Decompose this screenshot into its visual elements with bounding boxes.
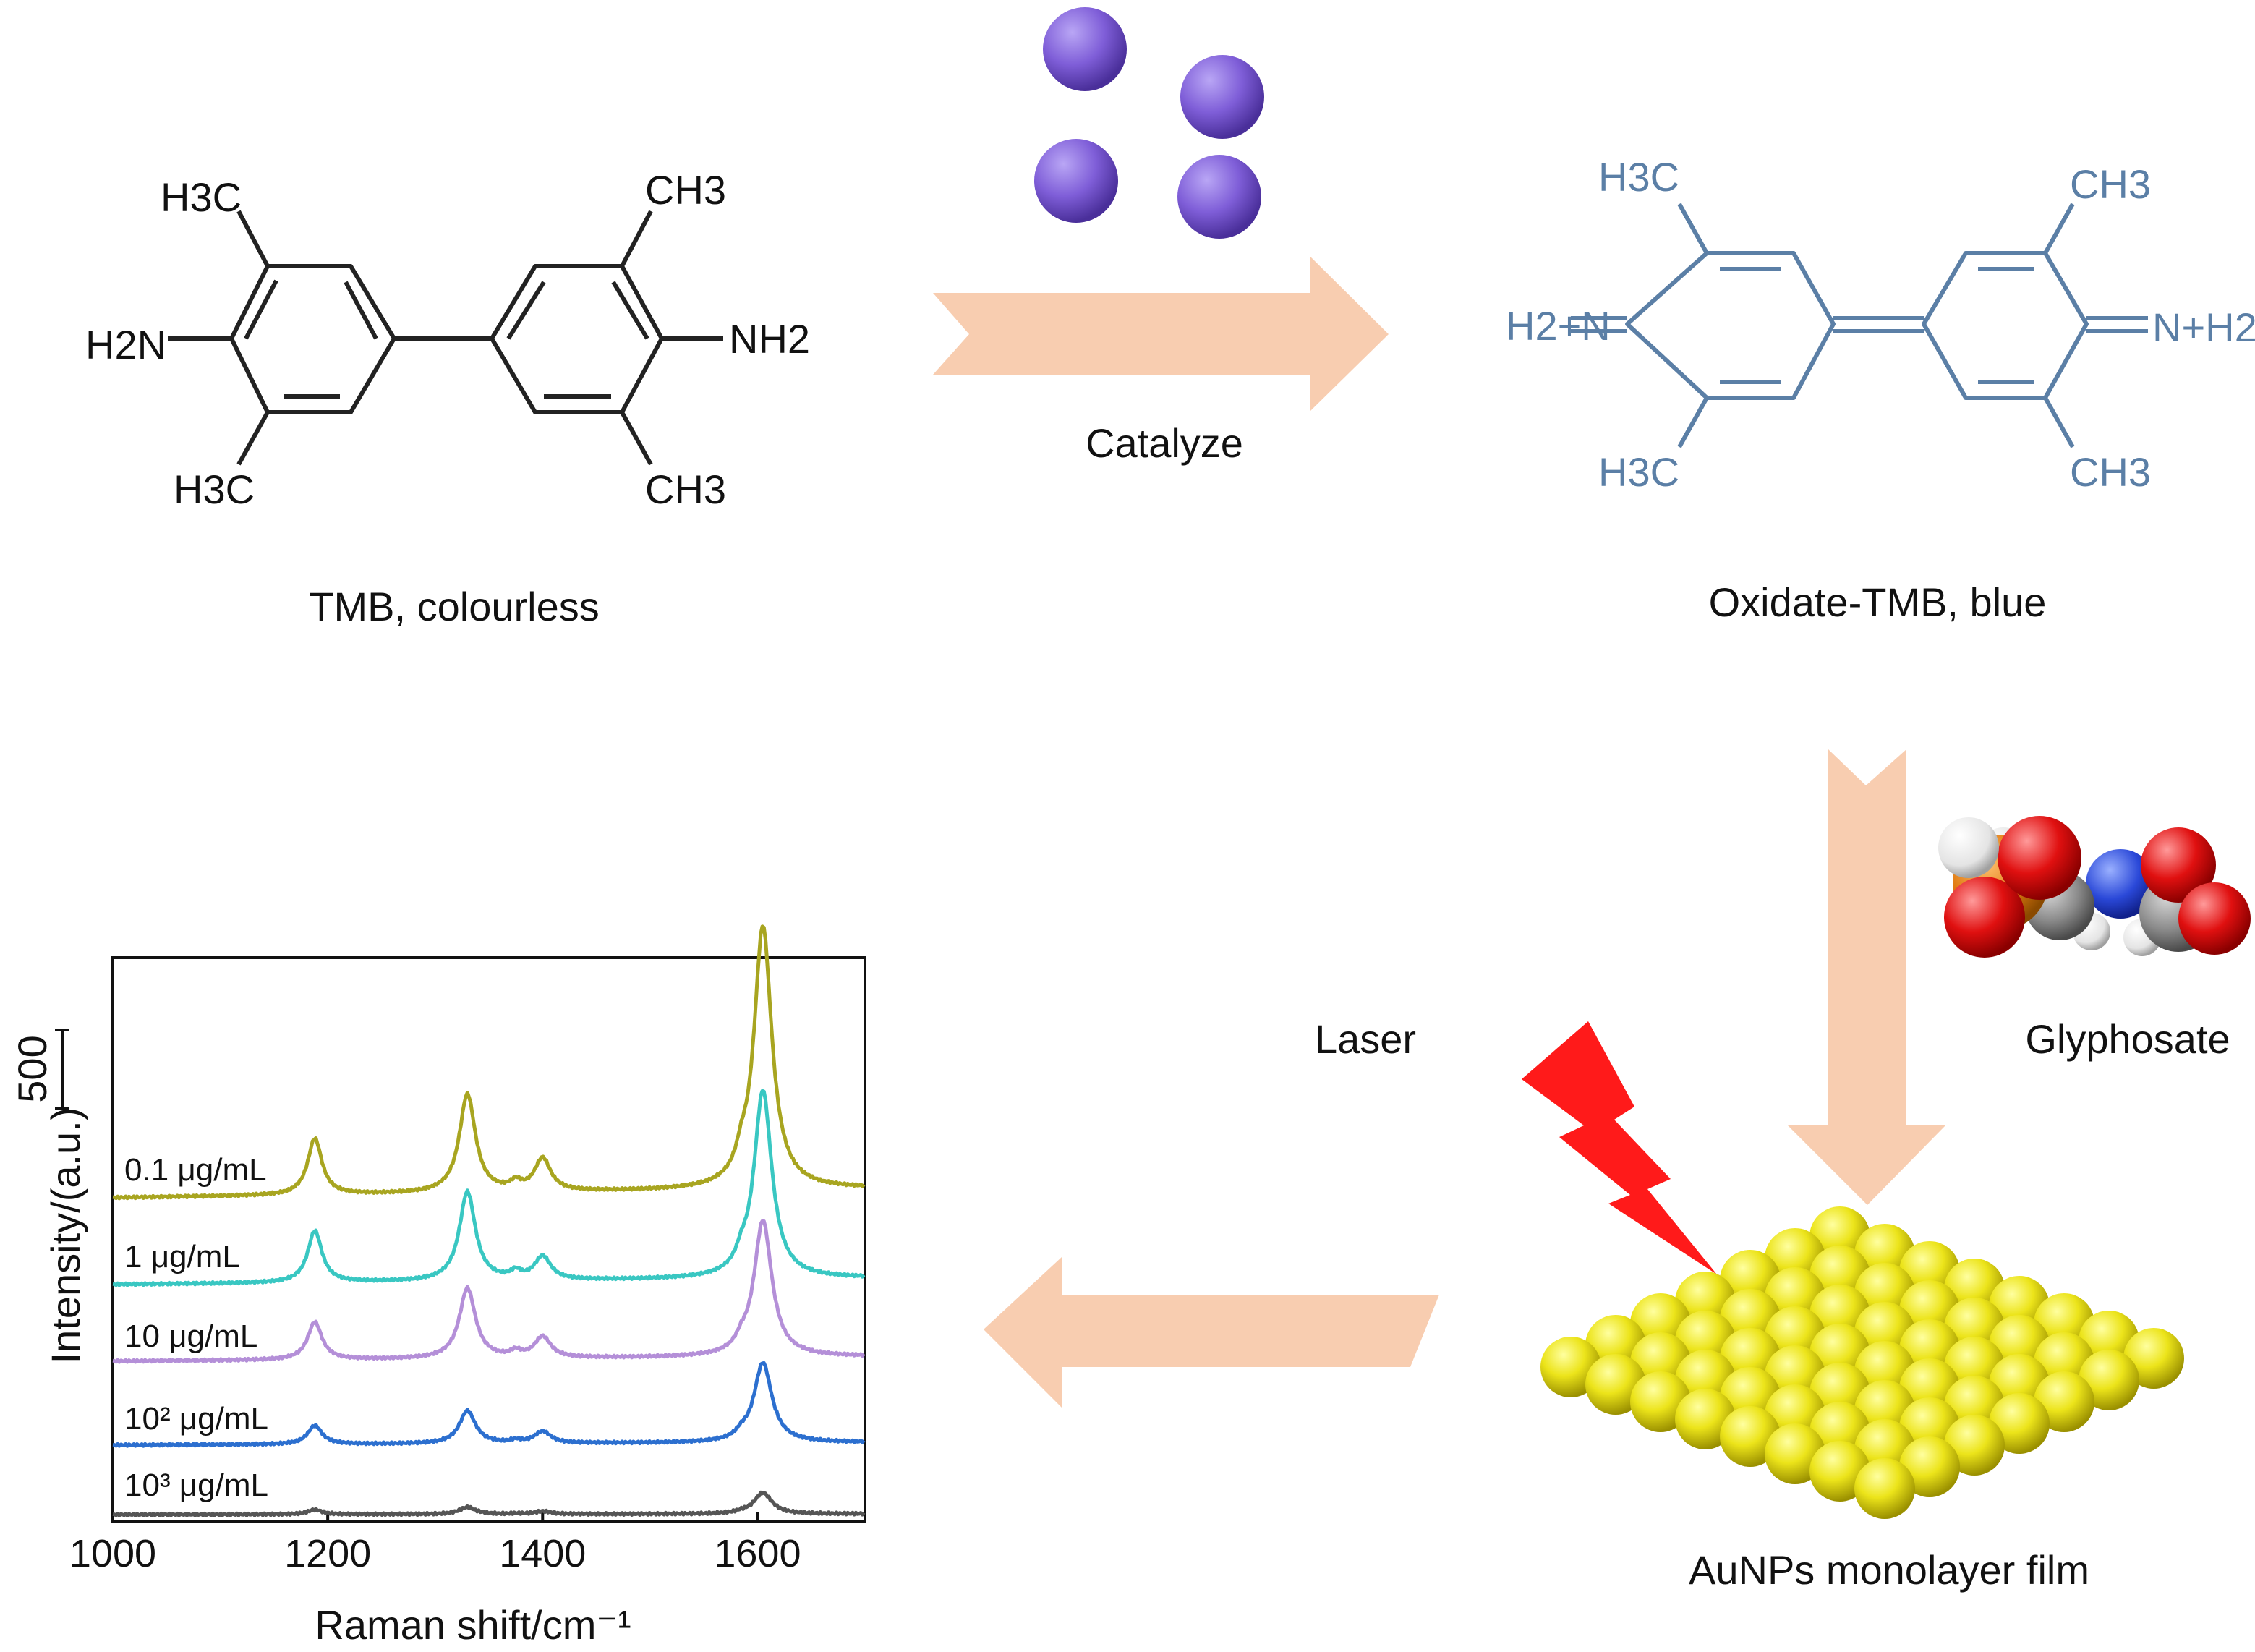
raman-arrow xyxy=(984,1257,1439,1408)
catalyze-arrow xyxy=(933,257,1389,411)
glyphosate-label: Glyphosate xyxy=(2025,1016,2230,1062)
tmb-caption: TMB, colourless xyxy=(309,584,599,629)
tmb-right-ring xyxy=(490,264,664,414)
oxtmb-right-ring xyxy=(1922,251,2089,400)
oxtmb-group-nh2-plus: N+H2 xyxy=(2152,305,2255,350)
series-label: 0.1 μg/mL xyxy=(124,1152,267,1188)
tmb-group-ch3-bottom: CH3 xyxy=(645,467,726,512)
film-label: AuNPs monolayer film xyxy=(1689,1547,2089,1593)
gold-nanoparticle xyxy=(1854,1458,1915,1519)
tmb-group-h3c-top: H3C xyxy=(161,174,242,220)
aunp-film xyxy=(1540,1206,2184,1519)
oxtmb-group-h3c-bottom: H3C xyxy=(1598,449,1679,495)
raman-series-line xyxy=(112,1089,866,1287)
x-tick-label: 1600 xyxy=(714,1532,801,1575)
raman-series-line xyxy=(112,924,866,1201)
oxtmb-caption: Oxidate-TMB, blue xyxy=(1709,579,2047,625)
catalyst-particle xyxy=(1043,7,1127,91)
tmb-left-ring xyxy=(229,264,396,414)
tmb-group-h2n: H2N xyxy=(85,322,166,367)
chart-frame xyxy=(111,956,866,1523)
oxtmb-structure xyxy=(1571,203,2148,448)
glyphosate-molecule xyxy=(1938,816,2251,958)
catalyst-particle xyxy=(1177,155,1261,239)
x-tick-label: 1000 xyxy=(69,1532,156,1575)
tmb-structure xyxy=(168,210,723,466)
oxtmb-group-ch3-bottom: CH3 xyxy=(2070,449,2151,495)
y-axis-label: Intensity/(a.u.) xyxy=(43,1107,88,1364)
raman-chart: 1000 1200 1400 1600 0.1 μg/mL 1 μg/mL 10 μg/m… xyxy=(9,924,866,1648)
oxtmb-group-h3c-top: H3C xyxy=(1598,154,1679,200)
series-label: 1 μg/mL xyxy=(124,1239,240,1274)
x-axis-label: Raman shift/cm⁻¹ xyxy=(315,1602,631,1648)
series-label: 10² μg/mL xyxy=(124,1401,268,1436)
tmb-group-ch3-top: CH3 xyxy=(645,167,726,213)
scale-bar-label: 500 xyxy=(9,1035,55,1102)
raman-series-line xyxy=(112,1361,866,1448)
glyphosate-arrow xyxy=(1788,749,1945,1205)
tmb-group-nh2: NH2 xyxy=(729,316,810,362)
laser-bolt-icon xyxy=(1522,1021,1717,1274)
oxtmb-left-ring xyxy=(1625,251,1836,400)
series-label: 10³ μg/mL xyxy=(124,1468,268,1503)
laser-label: Laser xyxy=(1315,1016,1416,1062)
oxtmb-group-ch3-top: CH3 xyxy=(2070,161,2151,207)
scale-bar: 500 xyxy=(9,1029,69,1110)
raman-series-line xyxy=(112,1219,866,1364)
series-label: 10 μg/mL xyxy=(124,1319,257,1354)
catalyst-particles xyxy=(1034,7,1264,239)
raman-series-line xyxy=(112,1490,866,1517)
x-tick-label: 1400 xyxy=(499,1532,586,1575)
catalyst-particle xyxy=(1034,139,1118,223)
tmb-group-h3c-bottom: H3C xyxy=(174,467,255,512)
oxtmb-group-h2n-plus: H2+N xyxy=(1506,303,1611,349)
catalyze-label: Catalyze xyxy=(1086,420,1243,466)
x-tick-label: 1200 xyxy=(284,1532,371,1575)
catalyst-particle xyxy=(1180,55,1264,139)
